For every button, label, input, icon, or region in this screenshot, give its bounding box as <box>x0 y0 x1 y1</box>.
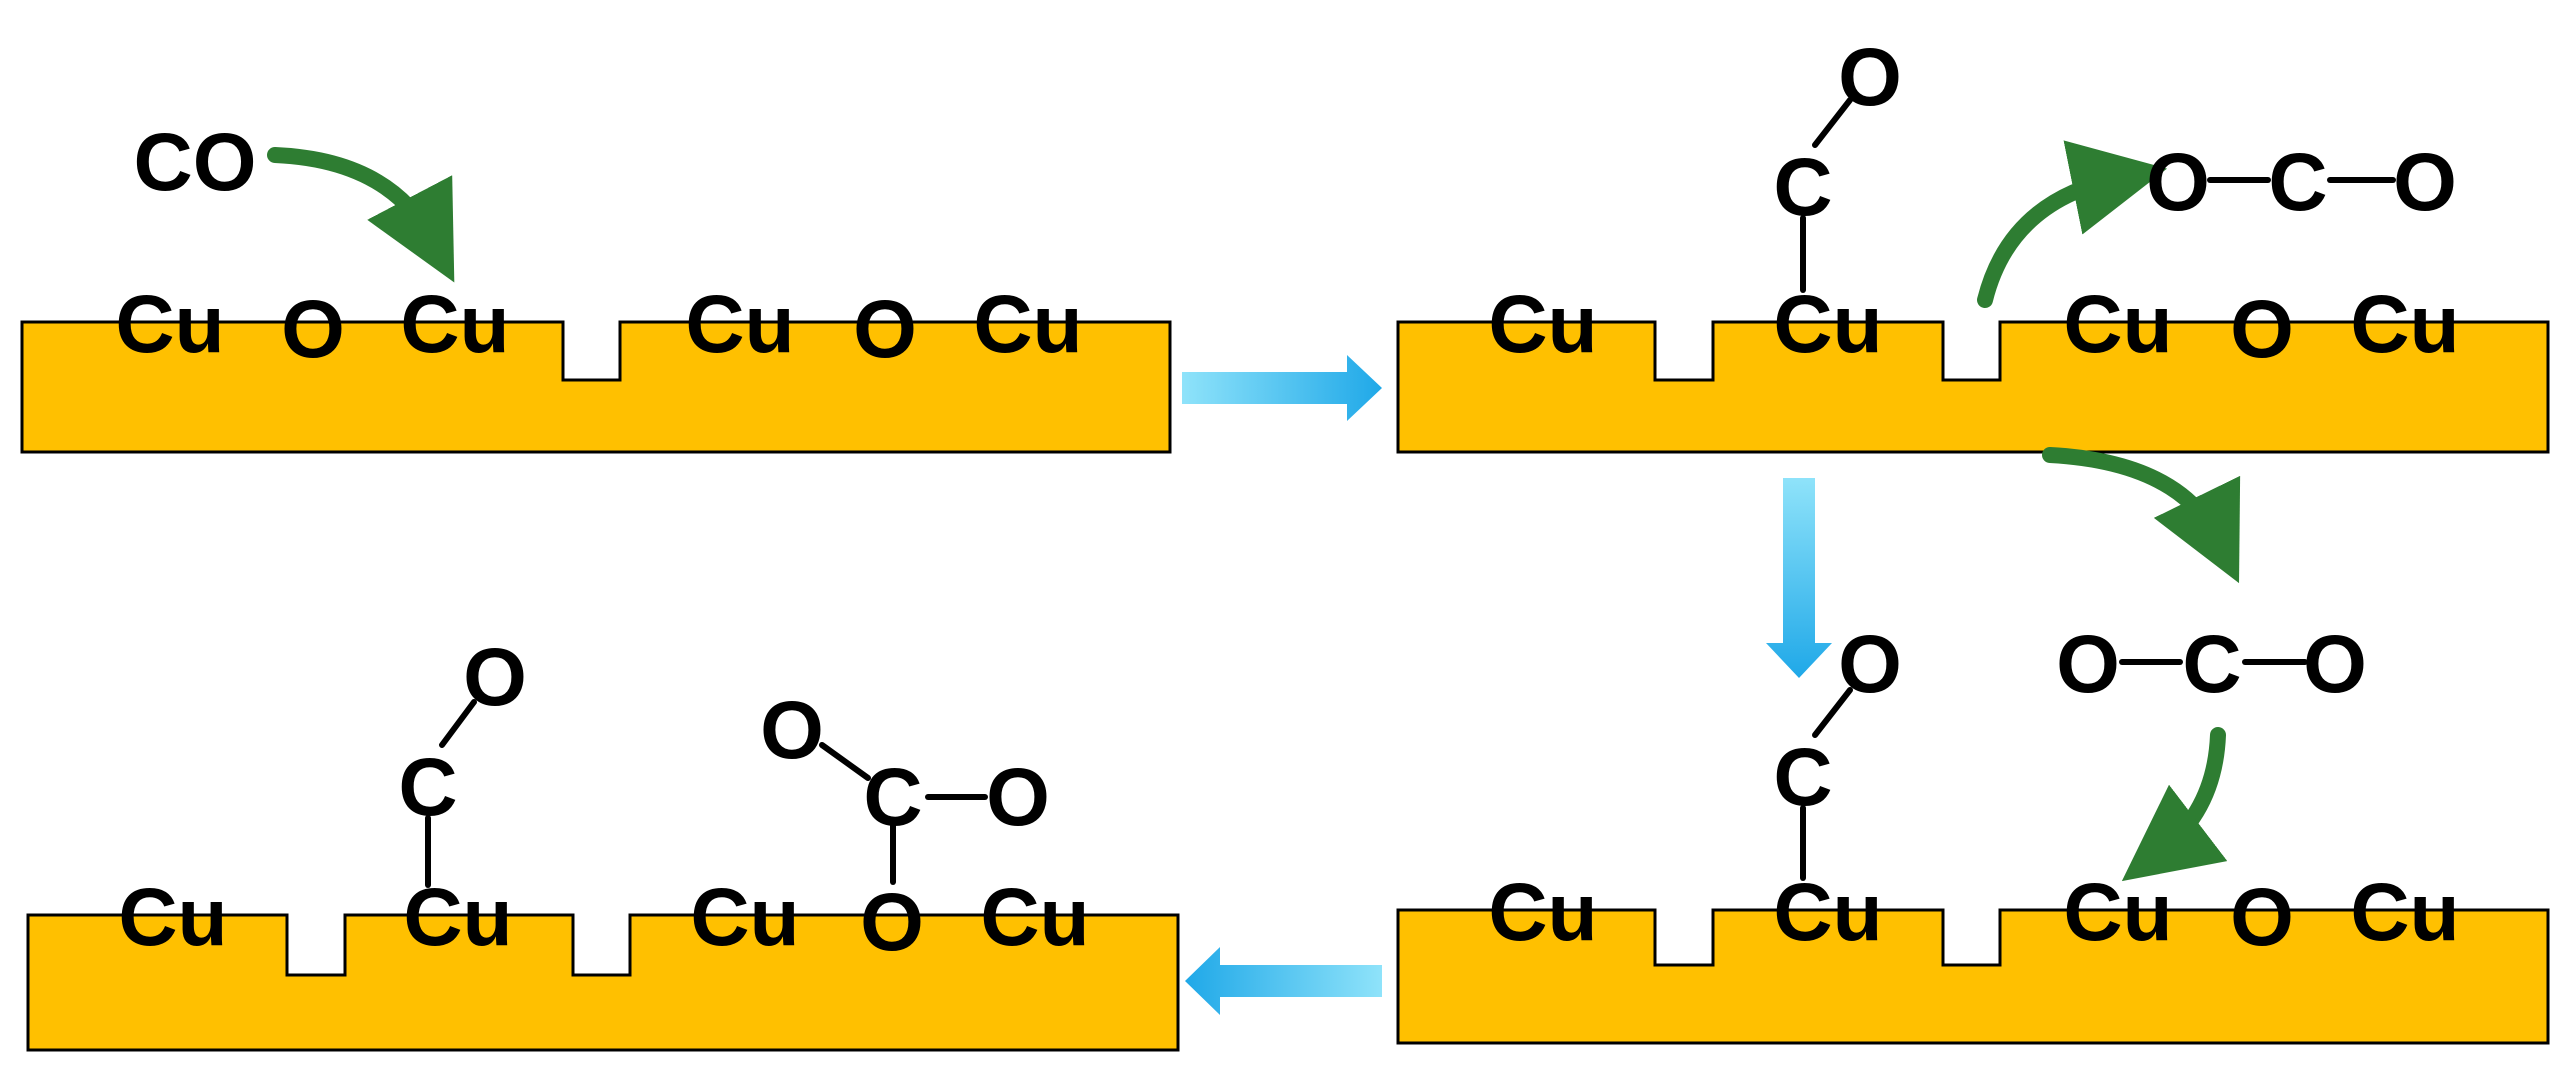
surface-slab-4 <box>26 913 1180 1052</box>
step-arrow-left <box>1185 947 1382 1015</box>
co2-oxygen: O <box>2303 619 2367 710</box>
co2-oxygen: O <box>2146 137 2210 228</box>
surface-atom-o: O <box>281 284 345 375</box>
co2-carbon: C <box>2268 137 2327 228</box>
surface-atom-cu: Cu <box>1773 867 1882 958</box>
surface-atom-cu: Cu <box>685 279 794 370</box>
surface-atom-cu: Cu <box>2063 867 2172 958</box>
panel-4: Cu Cu Cu O Cu C O O C O <box>26 632 1180 1052</box>
carbonate-oxygen: O <box>760 685 824 776</box>
surface-atom-cu: Cu <box>400 279 509 370</box>
surface-atom-cu: Cu <box>980 872 1089 963</box>
surface-atom-cu: Cu <box>1488 279 1597 370</box>
adsorbed-carbon: C <box>1773 732 1832 823</box>
bond-c-o <box>1812 687 1853 738</box>
adsorbed-oxygen: O <box>1838 619 1902 710</box>
co2-readsorption-arrow <box>2042 447 2241 584</box>
co2-oxygen: O <box>2056 619 2120 710</box>
co2-carbon: C <box>2182 619 2241 710</box>
surface-slab-1 <box>20 320 1172 454</box>
surface-atom-cu: Cu <box>403 872 512 963</box>
bond-c-o <box>1812 97 1853 148</box>
incoming-co-molecule: CO <box>134 117 257 208</box>
adsorbed-carbon: C <box>398 742 457 833</box>
panel-3: Cu Cu Cu O Cu C O O C O <box>1396 619 2550 1045</box>
co2-adsorption-arrow <box>2121 727 2228 882</box>
surface-atom-o: O <box>860 877 924 968</box>
panel-2: Cu Cu Cu O Cu C O O C O <box>1396 32 2550 584</box>
adsorbed-oxygen: O <box>463 632 527 723</box>
surface-atom-cu: Cu <box>2350 867 2459 958</box>
surface-atom-cu: Cu <box>2063 279 2172 370</box>
adsorbed-carbon: C <box>1773 142 1832 233</box>
surface-slab-2 <box>1396 320 2550 454</box>
surface-atom-o: O <box>853 284 917 375</box>
carbonate-bond <box>819 742 871 781</box>
surface-atom-cu: Cu <box>2350 279 2459 370</box>
co-adsorption-arrow <box>267 147 455 283</box>
surface-atom-cu: Cu <box>118 872 227 963</box>
panel-1: Cu O Cu Cu O Cu CO <box>20 117 1172 454</box>
surface-atom-cu: Cu <box>973 279 1082 370</box>
surface-atom-cu: Cu <box>1773 279 1882 370</box>
surface-slab-3 <box>1396 908 2550 1045</box>
co2-oxygen: O <box>2393 137 2457 228</box>
step-arrow-right <box>1182 355 1382 421</box>
surface-atom-cu: Cu <box>1488 867 1597 958</box>
adsorbed-oxygen: O <box>1838 32 1902 123</box>
carbonate-oxygen: O <box>986 752 1050 843</box>
step-arrow-down <box>1766 478 1832 678</box>
bond-c-o <box>439 699 477 748</box>
surface-atom-cu: Cu <box>115 279 224 370</box>
carbonate-carbon: C <box>863 752 922 843</box>
surface-atom-cu: Cu <box>690 872 799 963</box>
surface-atom-o: O <box>2230 284 2294 375</box>
surface-atom-o: O <box>2230 872 2294 963</box>
co2-desorption-arrow <box>1977 140 2168 308</box>
